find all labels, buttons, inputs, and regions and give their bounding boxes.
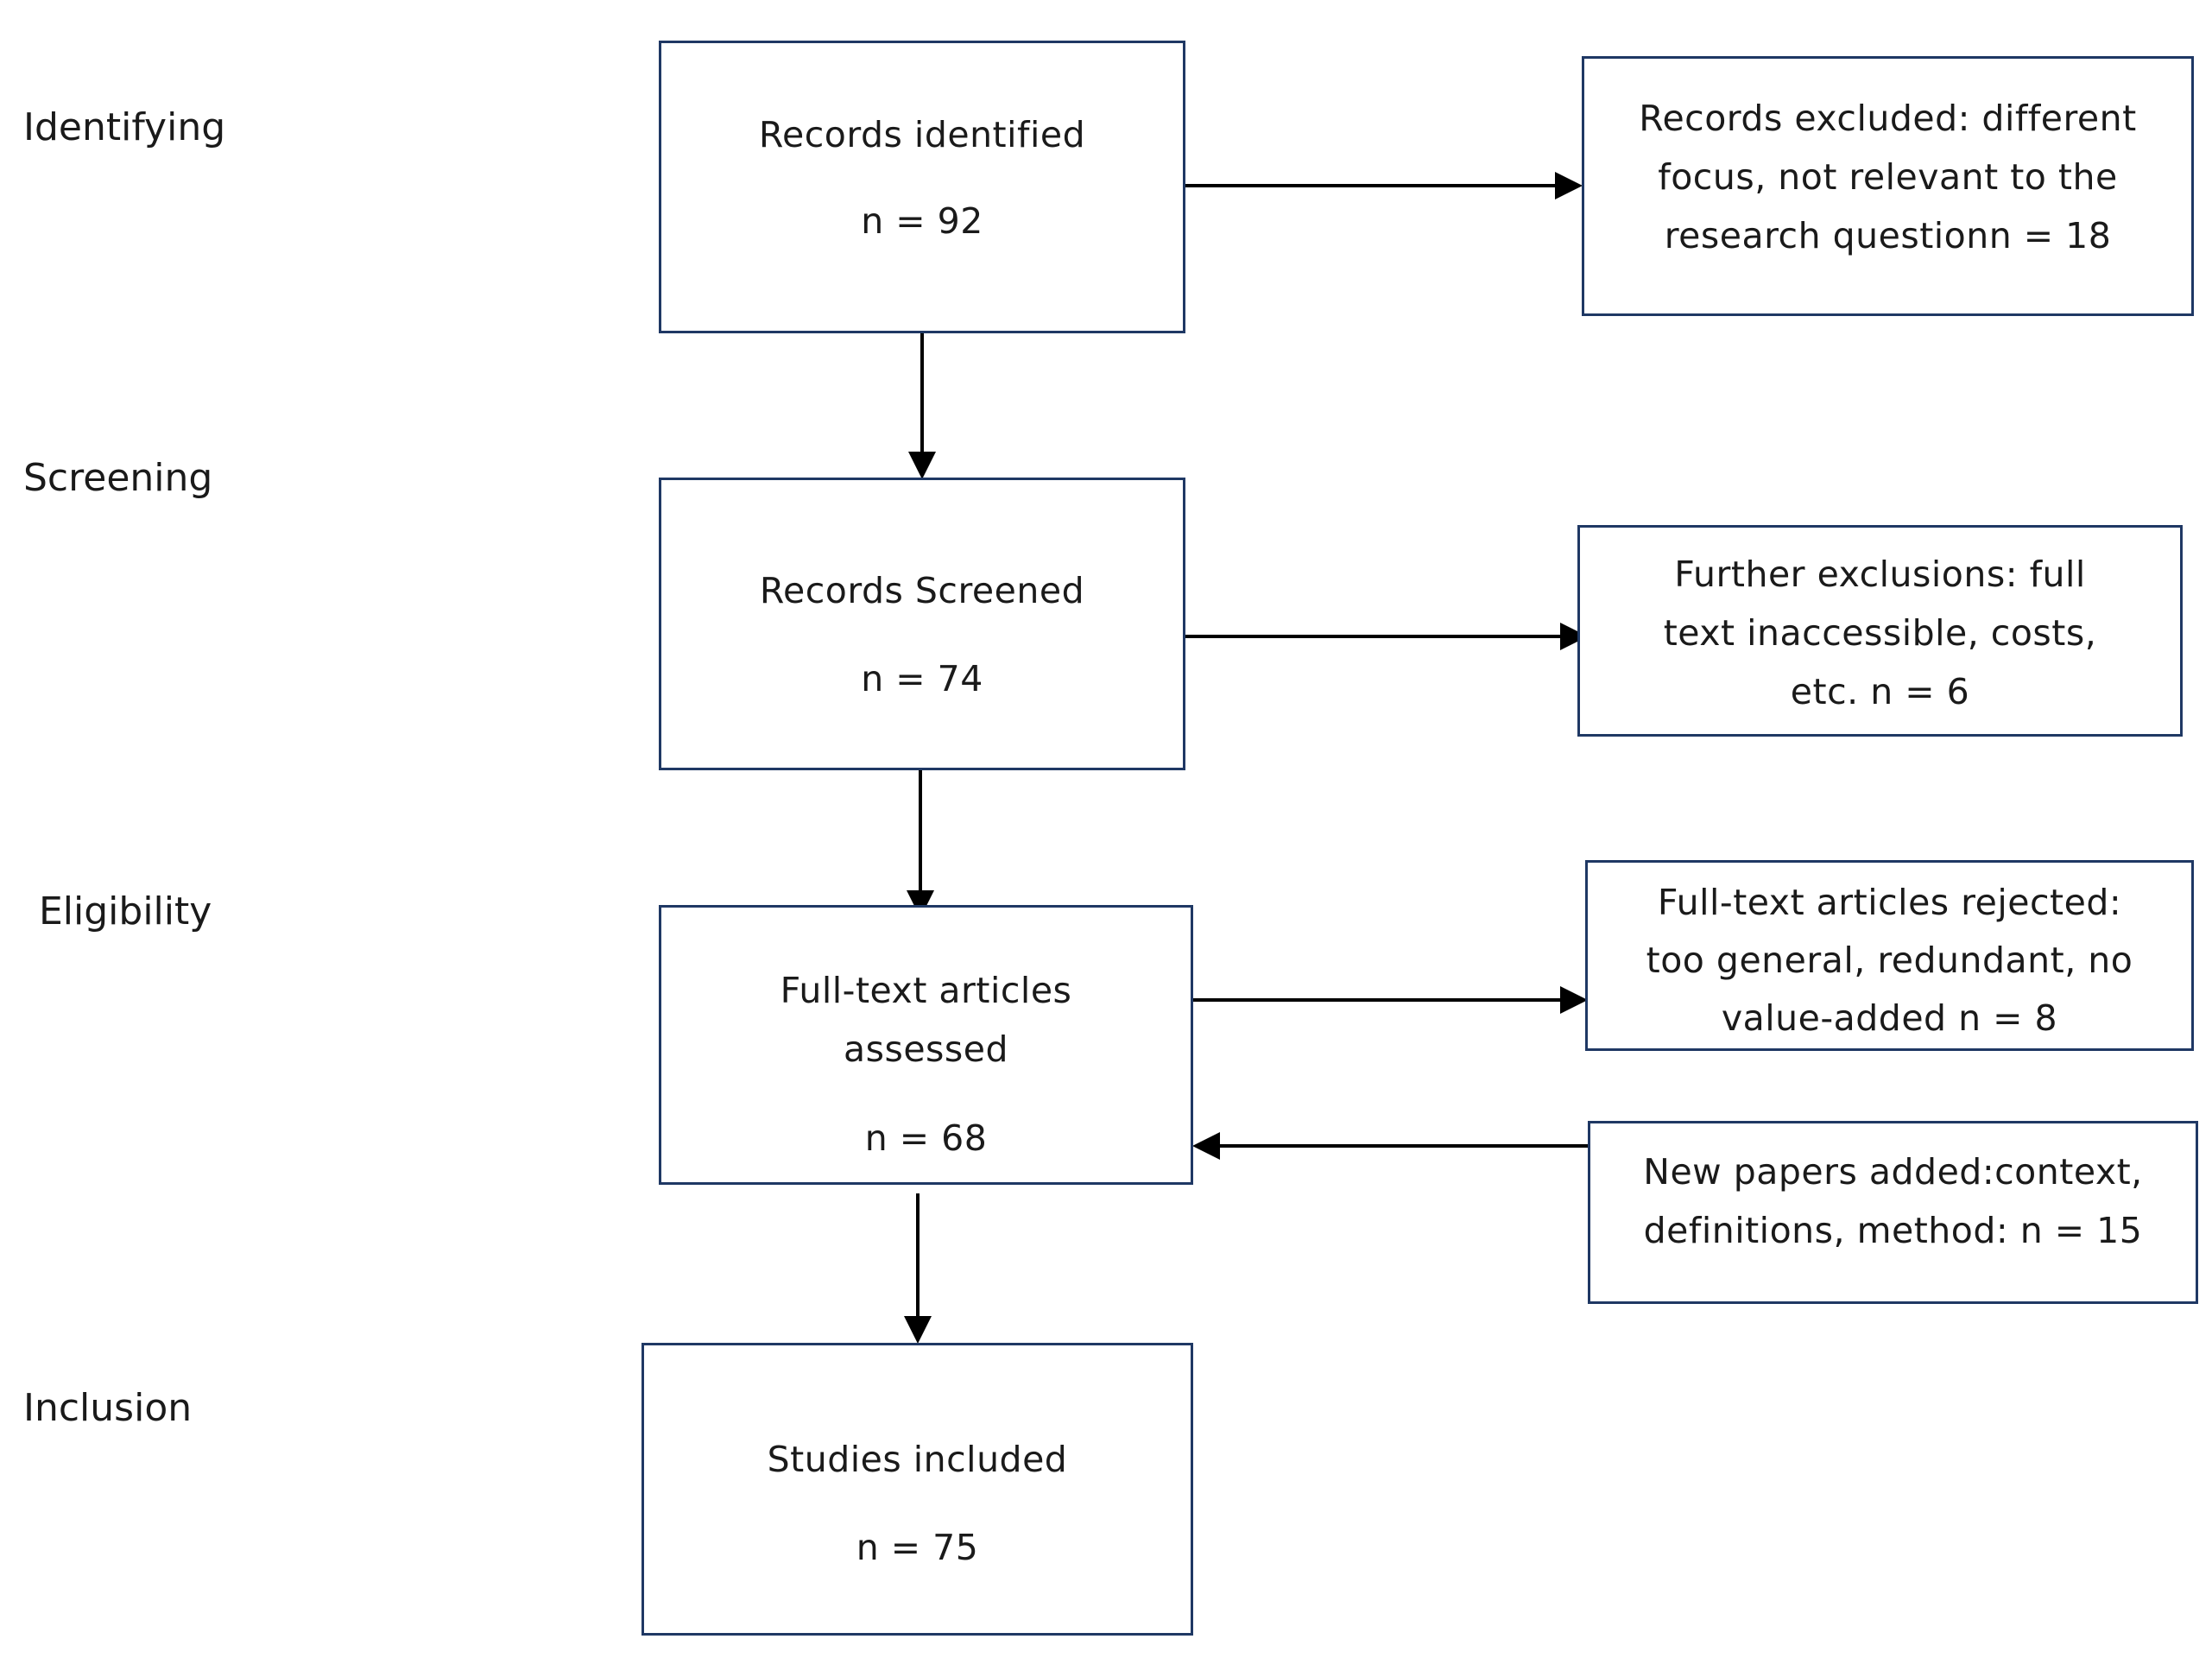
records-excluded-box: Records excluded: different focus, not r…	[1582, 56, 2194, 316]
box-text-line: Records excluded: different	[1639, 98, 2137, 139]
box-text-line: focus, not relevant to the	[1658, 156, 2118, 198]
further-exclusions-box: Further exclusions: full text inaccessib…	[1577, 525, 2183, 737]
box-text-line: value-added n = 8	[1721, 997, 2058, 1039]
studies-included-box: Studies included n = 75	[641, 1343, 1193, 1636]
box-count: n = 68	[864, 1117, 988, 1159]
full-text-rejected-box: Full-text articles rejected: too general…	[1585, 860, 2194, 1051]
box-count: n = 75	[856, 1527, 979, 1568]
box-text-line: research questionn = 18	[1664, 215, 2112, 256]
stage-label-screening: Screening	[23, 456, 213, 500]
stage-label-inclusion: Inclusion	[23, 1386, 193, 1430]
records-screened-box: Records Screened n = 74	[659, 478, 1185, 770]
box-text-line: etc. n = 6	[1790, 671, 1970, 712]
new-papers-added-box: New papers added:context, definitions, m…	[1588, 1121, 2198, 1304]
box-text-line: definitions, method: n = 15	[1643, 1210, 2143, 1251]
box-text-line: Full-text articles	[780, 970, 1072, 1011]
records-identified-box: Records identified n = 92	[659, 41, 1185, 333]
stage-label-eligibility: Eligibility	[39, 889, 212, 933]
box-text-line: text inaccessible, costs,	[1663, 612, 2097, 654]
full-text-assessed-box: Full-text articles assessed n = 68	[659, 905, 1193, 1185]
box-text-line: New papers added:context,	[1643, 1151, 2143, 1193]
box-count: n = 74	[861, 658, 983, 699]
box-text-line: Records identified	[758, 114, 1086, 155]
box-text-line: Further exclusions: full	[1674, 554, 2086, 595]
box-text-line: too general, redundant, no	[1646, 940, 2133, 981]
box-text-line: Full-text articles rejected:	[1657, 882, 2122, 923]
box-count: n = 92	[861, 200, 983, 242]
box-text-line: assessed	[843, 1028, 1009, 1070]
box-text-line: Studies included	[767, 1439, 1068, 1480]
stage-label-identifying: Identifying	[23, 105, 226, 149]
box-text-line: Records Screened	[759, 570, 1085, 611]
